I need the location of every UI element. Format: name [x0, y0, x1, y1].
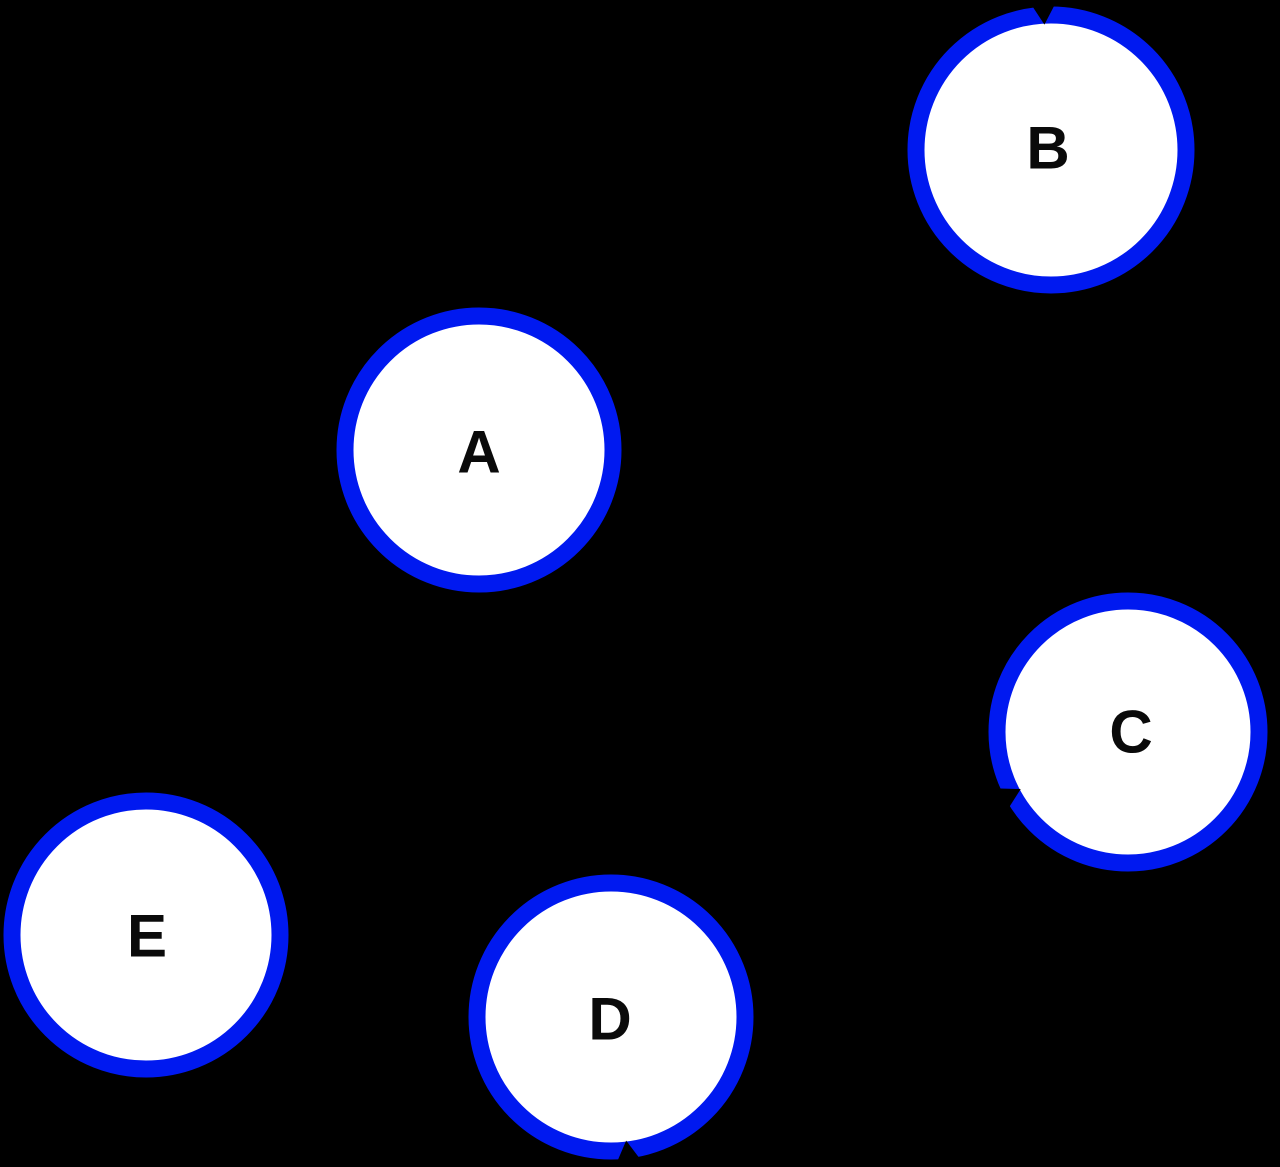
node-circle-e[interactable]: [3, 792, 289, 1078]
node-circle-a[interactable]: [336, 307, 622, 593]
graph-node-c[interactable]: C: [988, 592, 1268, 872]
node-label-e: E: [127, 903, 167, 970]
node-label-a: A: [457, 419, 500, 486]
node-arrowhead-c: [996, 788, 1021, 810]
graph-node-e[interactable]: E: [3, 792, 289, 1078]
node-label-d: D: [588, 986, 631, 1053]
graph-node-a[interactable]: A: [336, 307, 622, 593]
node-arrowhead-b: [1030, 2, 1056, 25]
node-circle-c[interactable]: [988, 592, 1268, 872]
nodes-layer: A B C D E: [3, 2, 1268, 1164]
graph-node-d[interactable]: D: [468, 874, 754, 1164]
node-label-c: C: [1109, 699, 1152, 766]
node-label-b: B: [1026, 115, 1069, 182]
graph-node-b[interactable]: B: [907, 2, 1195, 294]
node-circle-b[interactable]: [907, 6, 1195, 294]
node-circle-d[interactable]: [468, 874, 754, 1160]
node-arrowhead-d: [616, 1140, 642, 1164]
